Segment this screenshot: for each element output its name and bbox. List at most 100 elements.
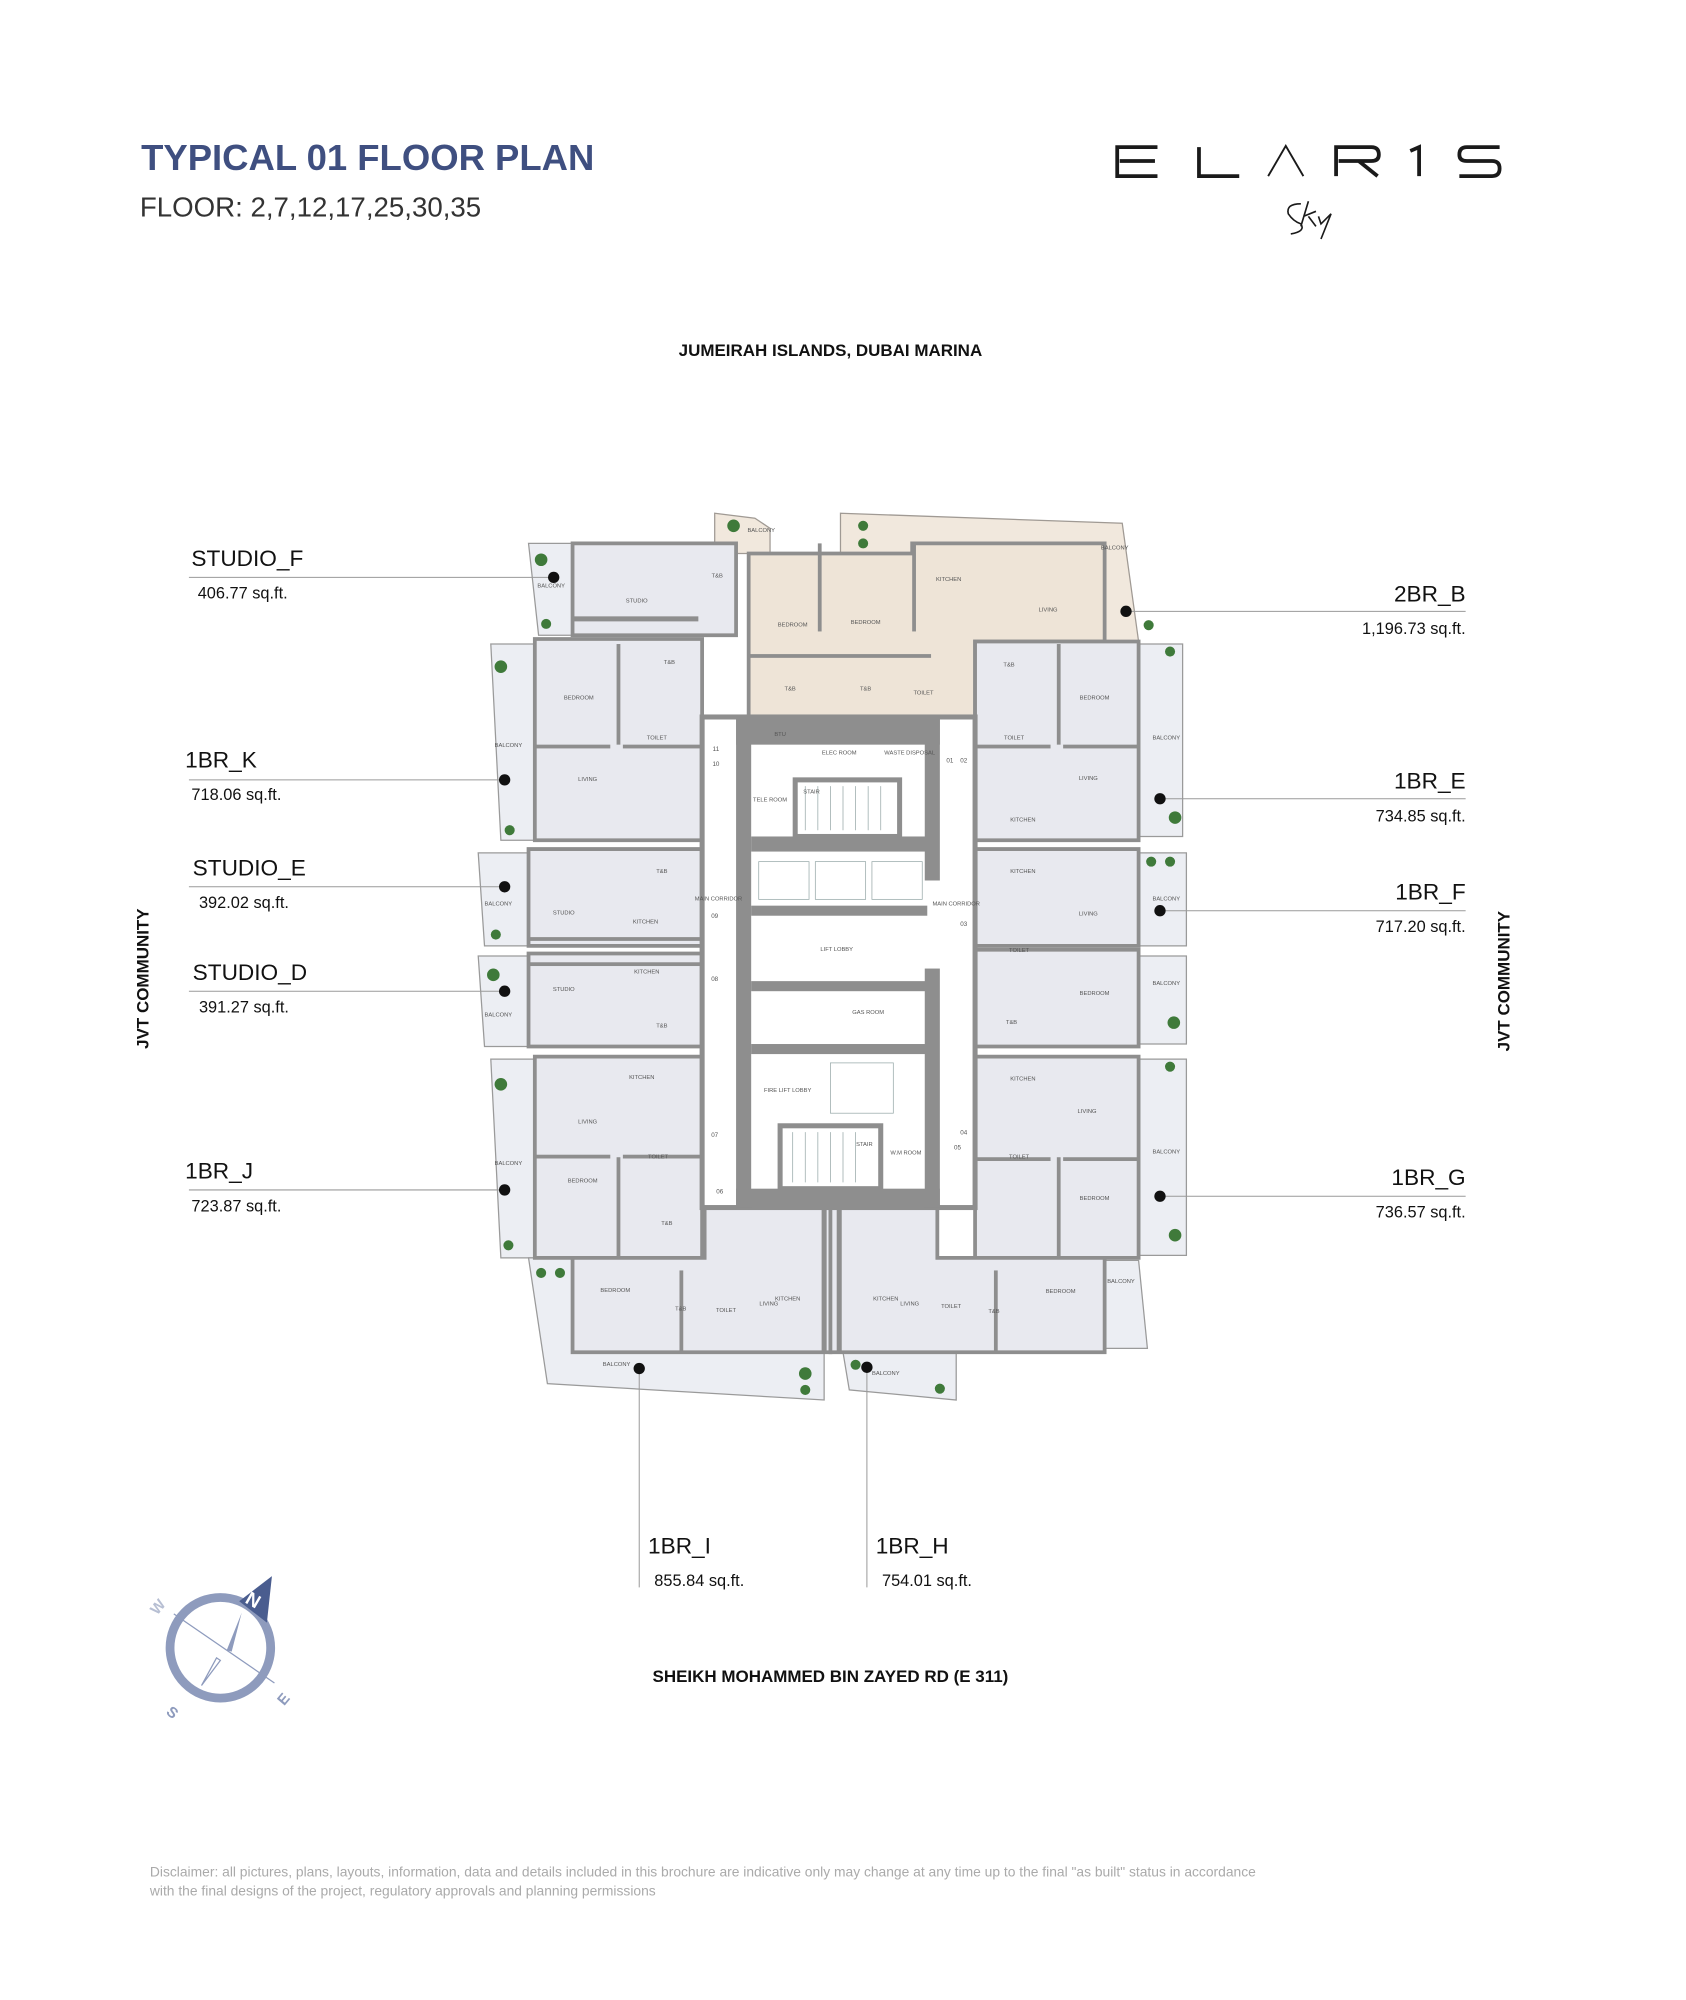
- unit-marker-dot: [498, 881, 511, 893]
- room-label: STUDIO: [553, 987, 575, 993]
- room-label: BEDROOM: [600, 1288, 630, 1294]
- unit-area: 754.01 sq.ft.: [882, 1572, 972, 1590]
- room-label: T&B: [675, 1307, 686, 1313]
- elaris-logo: [1115, 144, 1502, 240]
- unit-area: 392.02 sq.ft.: [199, 894, 289, 912]
- room-label: W.M ROOM: [890, 1151, 921, 1157]
- room-label: BEDROOM: [568, 1178, 598, 1184]
- unit-callout-2br-b: 2BR_B 1,196.73 sq.ft.: [1120, 581, 1466, 638]
- unit-area: 855.84 sq.ft.: [654, 1572, 744, 1590]
- right-side-label: JVT COMMUNITY: [1495, 910, 1514, 1051]
- room-label: T&B: [1006, 1020, 1017, 1026]
- unit-name: STUDIO_D: [193, 960, 307, 985]
- room-label: T&B: [664, 660, 675, 666]
- room-label: TOILET: [1004, 736, 1025, 742]
- corridor-number: 03: [960, 921, 967, 928]
- unit-area: 718.06 sq.ft.: [191, 786, 281, 804]
- room-label: BEDROOM: [1080, 1196, 1110, 1202]
- room-label: T&B: [988, 1309, 999, 1315]
- unit-1br-f: [973, 847, 1141, 948]
- room-label: BALCONY: [485, 1012, 513, 1018]
- unit-studio-f: [570, 541, 738, 638]
- unit-marker-dot: [1154, 793, 1166, 805]
- room-label: T&B: [661, 1221, 672, 1227]
- unit-marker-dot: [498, 985, 511, 997]
- room-label: LIVING: [759, 1302, 778, 1308]
- unit-marker-dot: [861, 1361, 873, 1373]
- road-top-label: JUMEIRAH ISLANDS, DUBAI MARINA: [679, 341, 983, 360]
- corridor-number: 05: [954, 1145, 961, 1152]
- room-label: TOILET: [1009, 948, 1030, 954]
- room-label: T&B: [785, 687, 796, 693]
- room-label: KITCHEN: [775, 1297, 800, 1303]
- room-label: BALCONY: [1152, 736, 1180, 742]
- disclaimer-line-1: Disclaimer: all pictures, plans, layouts…: [150, 1864, 1256, 1880]
- room-label: LIVING: [1039, 607, 1058, 613]
- room-label: BEDROOM: [1080, 695, 1110, 701]
- corridor-number: 08: [711, 976, 718, 983]
- room-label: TOILET: [648, 1154, 669, 1160]
- unit-marker-dot: [498, 774, 511, 786]
- room-label: KITCHEN: [1010, 1077, 1035, 1083]
- unit-name: STUDIO_E: [193, 855, 306, 880]
- unit-name: 2BR_B: [1394, 581, 1466, 606]
- unit-callout-studio-f: STUDIO_F 406.77 sq.ft.: [188, 546, 560, 603]
- compass-s: S: [163, 1703, 182, 1722]
- corridor-number: 10: [712, 761, 719, 768]
- room-label: MAIN CORRIDOR: [933, 902, 980, 908]
- unit-studio-e: [526, 847, 705, 948]
- room-label: BALCONY: [1152, 1149, 1180, 1155]
- room-label: BALCONY: [495, 1161, 523, 1167]
- room-label: TOILET: [716, 1308, 737, 1314]
- disclaimer-line-2: with the final designs of the project, r…: [149, 1883, 656, 1899]
- unit-name: STUDIO_F: [191, 546, 303, 571]
- unit-area: 734.85 sq.ft.: [1376, 807, 1466, 825]
- room-label: T&B: [656, 1024, 667, 1030]
- room-label: FIRE LIFT LOBBY: [764, 1088, 811, 1094]
- room-label: KITCHEN: [936, 577, 961, 583]
- room-label: T&B: [1003, 663, 1014, 669]
- unit-area: 1,196.73 sq.ft.: [1362, 620, 1466, 638]
- unit-callout-1br-k: 1BR_K 718.06 sq.ft.: [185, 747, 511, 804]
- unit-name: 1BR_F: [1395, 879, 1465, 904]
- room-label: KITCHEN: [1010, 817, 1035, 823]
- corridor-number: 04: [960, 1130, 967, 1137]
- room-label: TOILET: [1009, 1154, 1030, 1160]
- unit-1br-f-bedroom: [973, 947, 1141, 1049]
- corridor-number: 11: [713, 746, 720, 753]
- room-label: BALCONY: [485, 902, 513, 908]
- unit-name: 1BR_K: [185, 747, 257, 772]
- compass-w: W: [147, 1596, 170, 1618]
- room-label: MAIN CORRIDOR: [695, 897, 742, 903]
- corridor-number: 02: [960, 757, 967, 764]
- compass-north-pointer: [239, 1576, 272, 1623]
- room-label: LIFT LOBBY: [820, 947, 853, 953]
- room-label: BALCONY: [1101, 546, 1129, 552]
- room-label: KITCHEN: [873, 1297, 898, 1303]
- room-label: T&B: [712, 573, 723, 579]
- room-label: WASTE DISPOSAL: [884, 751, 936, 757]
- room-label: TOILET: [913, 690, 934, 696]
- unit-callout-1br-f: 1BR_F 717.20 sq.ft.: [1154, 879, 1466, 936]
- corridor-number: 09: [711, 913, 718, 920]
- room-label: STAIR: [856, 1142, 873, 1148]
- unit-marker-dot: [1154, 1190, 1166, 1202]
- unit-area: 717.20 sq.ft.: [1376, 918, 1466, 936]
- corridor-number: 06: [716, 1189, 723, 1196]
- room-label: LIVING: [1079, 912, 1098, 918]
- unit-area: 406.77 sq.ft.: [198, 585, 288, 603]
- unit-studio-d: [526, 951, 705, 1049]
- unit-area: 723.87 sq.ft.: [191, 1197, 281, 1215]
- room-label: BEDROOM: [851, 620, 881, 626]
- room-label: LIVING: [1079, 776, 1098, 782]
- compass-e: E: [274, 1690, 293, 1709]
- compass: N W E S: [147, 1576, 294, 1723]
- left-side-label: JVT COMMUNITY: [134, 908, 153, 1049]
- room-label: BALCONY: [872, 1371, 900, 1377]
- room-label: BALCONY: [1152, 981, 1180, 987]
